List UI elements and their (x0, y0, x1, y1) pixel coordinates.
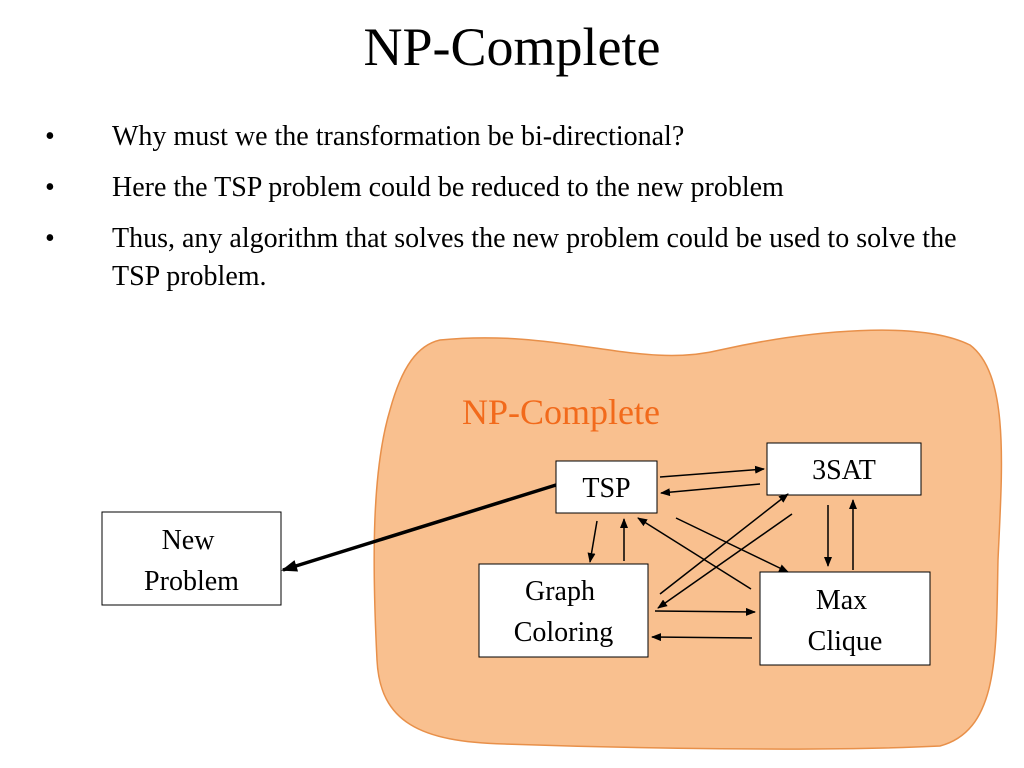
arrow-graph-coloring-to-max-clique (654, 607, 756, 616)
bullet-item: • Here the TSP problem could be reduced … (40, 169, 1000, 207)
max-clique-node-label: Max Clique (808, 585, 883, 657)
bullet-item: • Thus, any algorithm that solves the ne… (40, 220, 1000, 296)
arrow-tsp-to-new-problem (281, 483, 557, 572)
arrow-tsp-to-3sat (659, 465, 765, 478)
3sat-node (766, 442, 922, 496)
arrow-graph-coloring-to-3sat (659, 493, 789, 595)
max-clique-node (759, 571, 931, 666)
bullet-text: Why must we the transformation be bi-dir… (112, 121, 685, 152)
bullet-marker: • (45, 121, 55, 152)
bullet-list: • Why must we the transformation be bi-d… (40, 118, 1000, 309)
arrow-3sat-to-graph-coloring (657, 513, 793, 609)
arrow-3sat-to-tsp (660, 483, 761, 497)
max-clique-line-2: Clique (808, 626, 883, 657)
tsp-node (555, 460, 658, 514)
max-clique-line-1: Max (816, 585, 867, 616)
new-problem-line-2: Problem (144, 566, 239, 597)
arrow-tsp-to-graph-coloring (587, 520, 598, 563)
graph-coloring-node-label: Graph Coloring (514, 576, 614, 648)
bullet-text: Here the TSP problem could be reduced to… (112, 172, 784, 203)
bullet-marker: • (45, 223, 55, 254)
arrow-max-clique-to-graph-coloring (651, 633, 753, 642)
bullet-text: Thus, any algorithm that solves the new … (112, 223, 957, 292)
bullet-marker: • (45, 172, 55, 203)
new-problem-node (101, 511, 282, 606)
arrow-max-clique-to-tsp (637, 517, 752, 590)
graph-coloring-node (478, 563, 649, 658)
graph-coloring-line-1: Graph (525, 576, 595, 607)
region-label: NP-Complete (462, 392, 660, 432)
new-problem-line-1: New (162, 525, 216, 556)
arrow-tsp-to-max-clique (675, 517, 789, 573)
new-problem-node-label: New Problem (144, 525, 239, 597)
3sat-node-label: 3SAT (812, 455, 876, 486)
bullet-item: • Why must we the transformation be bi-d… (40, 118, 1000, 156)
tsp-node-label: TSP (582, 473, 630, 504)
slide-title: NP-Complete (363, 17, 661, 77)
graph-coloring-line-2: Coloring (514, 617, 614, 648)
